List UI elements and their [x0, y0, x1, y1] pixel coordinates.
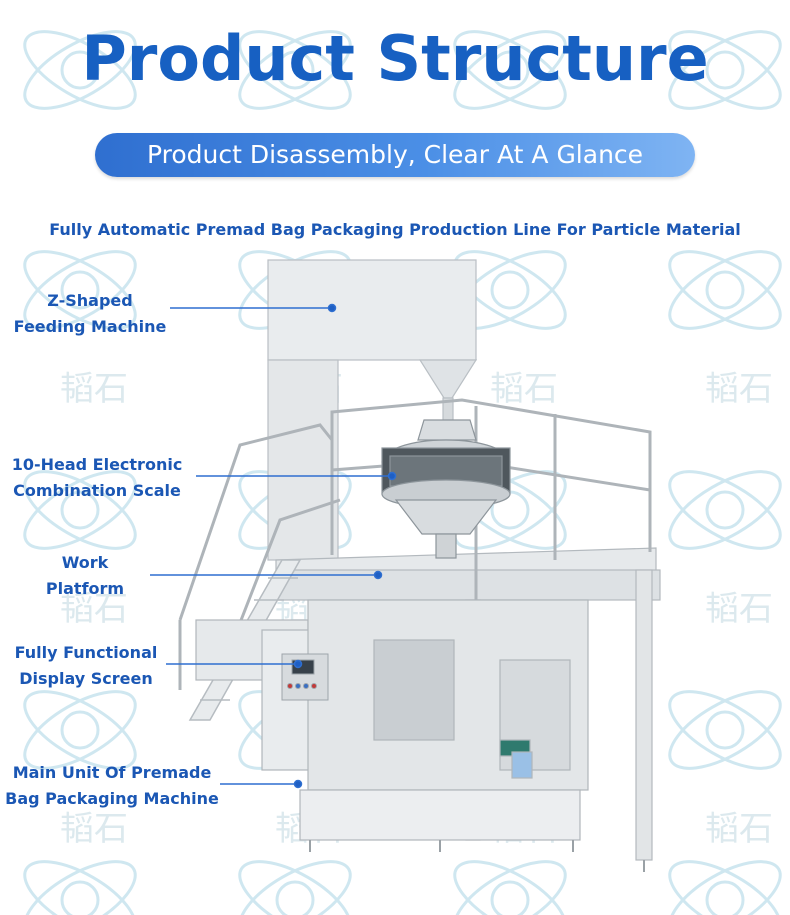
callout-display-screen: Fully Functional Display Screen [6, 640, 166, 692]
watermark-atom-icon [668, 470, 782, 550]
watermark-atom-icon [668, 250, 782, 330]
watermark-text: 韬石 [705, 369, 773, 409]
z-feeder [267, 259, 478, 561]
callout-line: 10-Head Electronic [11, 455, 183, 474]
leader-lines [150, 303, 397, 789]
watermark-atom-icon [23, 690, 137, 770]
callout-line: Fully Functional [14, 643, 158, 662]
callout-z-feeder: Z-Shaped Feeding Machine [10, 288, 170, 340]
watermark-text: 韬石 [60, 369, 128, 409]
callout-main-unit: Main Unit Of Premade Bag Packaging Machi… [4, 760, 220, 812]
watermark-text: 韬石 [60, 589, 128, 629]
callout-line: Display Screen [19, 669, 153, 688]
watermark-atom-icon [23, 250, 137, 330]
callout-line: Z-Shaped [47, 291, 133, 310]
watermark-text: 韬石 [705, 589, 773, 629]
callout-work-platform: Work Platform [20, 550, 150, 602]
watermark-text: 韬石 [705, 809, 773, 849]
combination-scale [381, 419, 511, 559]
watermark-text: 韬石 [490, 369, 558, 409]
callout-line: Feeding Machine [13, 317, 167, 336]
page-title: Product Structure [81, 22, 709, 95]
watermark-atom-icon [668, 860, 782, 915]
watermark-atom-icon [23, 470, 137, 550]
callout-line: Main Unit Of Premade [12, 763, 212, 782]
watermark-atom-icon [668, 690, 782, 770]
watermark-atom-icon [668, 30, 782, 110]
callout-combination-scale: 10-Head Electronic Combination Scale [4, 452, 190, 504]
product-subtitle: Fully Automatic Premad Bag Packaging Pro… [49, 220, 741, 239]
watermark-atom-icon [453, 860, 567, 915]
main-unit [195, 599, 589, 841]
watermark-atom-icon [238, 30, 352, 110]
watermark-atom-icon [23, 860, 137, 915]
banner-text: Product Disassembly, Clear At A Glance [146, 140, 644, 169]
callout-line: Bag Packaging Machine [5, 789, 219, 808]
callout-line: Work [61, 553, 109, 572]
watermark-atom-icon [453, 30, 567, 110]
watermark-text: 韬石 [60, 809, 128, 849]
callout-line: Combination Scale [13, 481, 181, 500]
railings [178, 398, 652, 701]
banner-pill: Product Disassembly, Clear At A Glance [95, 133, 695, 177]
watermark-atom-icon [238, 860, 352, 915]
display-panel [281, 653, 329, 701]
callout-line: Platform [45, 579, 125, 598]
feet [309, 840, 645, 872]
watermark-atom-icon [23, 30, 137, 110]
